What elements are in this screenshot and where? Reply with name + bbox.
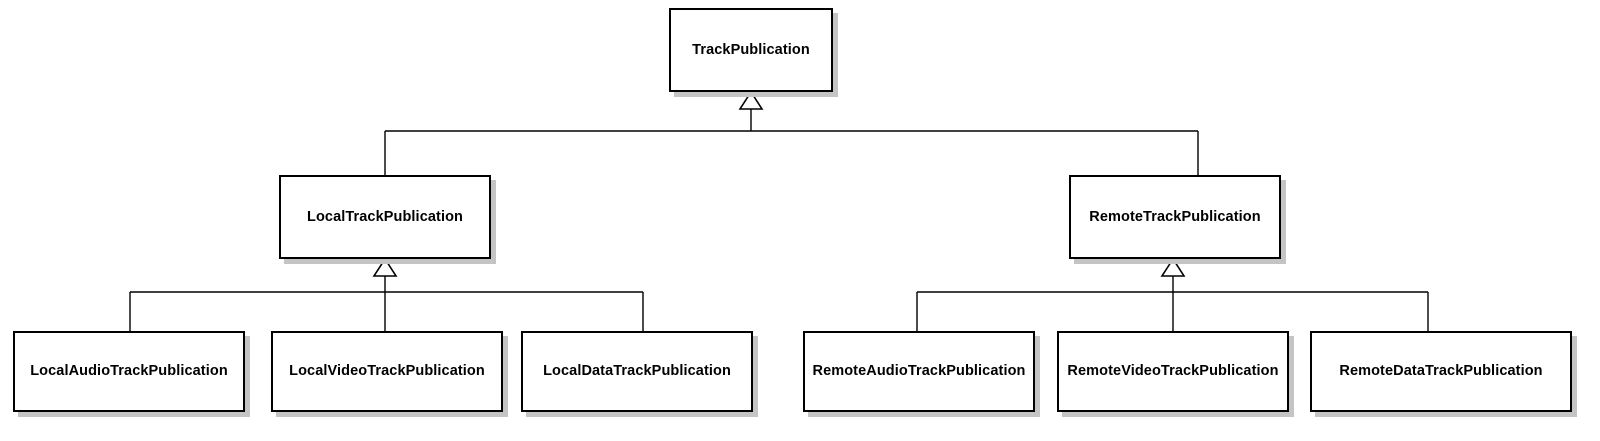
class-box-track-publication[interactable]: TrackPublication: [669, 8, 833, 92]
class-box-remote-data-track-publication[interactable]: RemoteDataTrackPublication: [1310, 331, 1572, 412]
class-name-label: RemoteVideoTrackPublication: [1067, 363, 1279, 380]
class-name-label: LocalTrackPublication: [306, 208, 463, 225]
class-box-remote-track-publication[interactable]: RemoteTrackPublication: [1069, 175, 1281, 259]
class-name-label: RemoteTrackPublication: [1089, 208, 1261, 225]
class-box-local-video-track-publication[interactable]: LocalVideoTrackPublication: [271, 331, 503, 412]
generalization-triangle-local-group: [372, 257, 398, 277]
class-name-label: RemoteAudioTrackPublication: [812, 363, 1026, 380]
class-box-local-data-track-publication[interactable]: LocalDataTrackPublication: [521, 331, 753, 412]
generalization-triangle-remote-group: [1160, 257, 1186, 277]
class-name-label: LocalDataTrackPublication: [543, 363, 731, 380]
class-box-remote-video-track-publication[interactable]: RemoteVideoTrackPublication: [1057, 331, 1289, 412]
class-name-label: RemoteDataTrackPublication: [1339, 363, 1543, 380]
generalization-triangle-root-group: [738, 90, 764, 110]
class-name-label: LocalAudioTrackPublication: [30, 363, 228, 380]
class-name-label: TrackPublication: [692, 41, 810, 58]
class-box-local-audio-track-publication[interactable]: LocalAudioTrackPublication: [13, 331, 245, 412]
class-box-local-track-publication[interactable]: LocalTrackPublication: [279, 175, 491, 259]
generalization-arrowheads: [372, 90, 1186, 277]
class-name-label: LocalVideoTrackPublication: [289, 363, 485, 380]
class-box-remote-audio-track-publication[interactable]: RemoteAudioTrackPublication: [803, 331, 1035, 412]
